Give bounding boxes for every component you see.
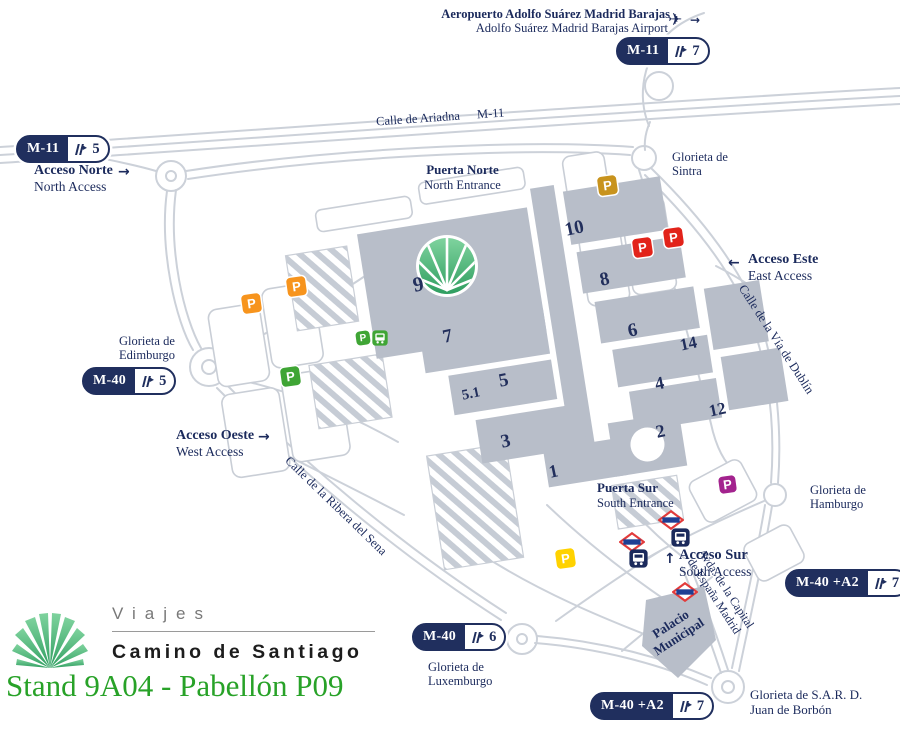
- glorieta-sar-label: Glorieta de S.A.R. D. Juan de Borbón: [750, 687, 863, 717]
- access-en: South Access: [679, 563, 752, 579]
- road-badge-m11-north: M-11 5: [16, 135, 110, 163]
- access-south-arrow: ↑: [664, 551, 676, 567]
- map-shell-logo: [416, 235, 478, 297]
- car-distance-icon: [874, 577, 887, 589]
- parking-icon-gold: P: [596, 174, 619, 197]
- parking-icon-green-small: P: [355, 330, 371, 346]
- stand-location-text: Stand 9A04 - Pabellón P09: [6, 668, 344, 703]
- road-badge-m11-airport: M-11 7: [616, 37, 710, 65]
- access-west-arrow: →: [258, 429, 270, 445]
- parking-icon-orange: P: [240, 292, 263, 315]
- entrance-es: Puerta Norte: [426, 162, 499, 177]
- car-distance-icon: [679, 700, 692, 712]
- road-badge-m40a2-east: M-40 +A2 7: [785, 569, 900, 597]
- road-badge-distance: 6: [489, 628, 497, 645]
- airport-label-en: Adolfo Suárez Madrid Barajas Airport: [475, 21, 668, 35]
- brand-viajes-text: Viajes: [112, 604, 212, 623]
- access-east-label: Acceso Este East Access: [748, 252, 818, 284]
- bus-station-icon: [671, 528, 690, 552]
- access-south-label: Acceso Sur South Access: [679, 547, 751, 579]
- road-badge-m40-south: M-40 6: [412, 623, 507, 651]
- parking-icon-purple: P: [717, 474, 738, 495]
- access-en: East Access: [748, 268, 813, 284]
- road-badge-m40a2-bottom: M-40 +A2 7: [590, 692, 715, 720]
- glorieta-edimburgo-label: Glorieta de Edimburgo: [119, 334, 176, 363]
- glorieta-hamburgo-label: Glorieta de Hamburgo: [810, 483, 866, 512]
- parking-icon-yellow: P: [554, 547, 577, 570]
- access-es: Acceso Oeste: [176, 428, 255, 443]
- shuttle-bus-icon: [372, 330, 388, 351]
- car-distance-icon: [142, 375, 155, 387]
- bus-station-icon: [629, 549, 648, 573]
- metro-station-icon: [657, 509, 685, 535]
- road-badge-road: M-11: [618, 39, 669, 63]
- buildings-layer: [357, 176, 789, 488]
- access-en: West Access: [176, 444, 244, 460]
- road-badge-distance: 7: [891, 574, 900, 591]
- road-badge-distance: 5: [159, 372, 167, 389]
- access-es: Acceso Sur: [679, 547, 748, 563]
- entrance-north-label: Puerta Norte North Entrance: [405, 162, 520, 192]
- access-en: North Access: [34, 179, 107, 195]
- road-badge-distance: 5: [92, 140, 100, 157]
- brand-divider: [112, 631, 375, 632]
- street-ref: M-11: [476, 105, 505, 122]
- car-distance-icon: [472, 631, 485, 643]
- access-west-label: Acceso Oeste West Access: [176, 428, 254, 460]
- parking-icon-green: P: [279, 365, 302, 388]
- brand-name-text: Camino de Santiago: [112, 641, 363, 663]
- road-badge-distance: 7: [692, 42, 700, 59]
- car-distance-icon: [675, 45, 688, 57]
- parking-icon-red: P: [631, 236, 654, 259]
- access-east-arrow: ←: [728, 255, 740, 271]
- road-badge-m40-west: M-40 5: [82, 367, 177, 395]
- parking-icon-red: P: [662, 226, 685, 249]
- entrance-en: South Entrance: [597, 495, 674, 510]
- entrance-south-label: Puerta Sur South Entrance: [597, 480, 674, 510]
- road-badge-road: M-40: [414, 625, 466, 649]
- access-north-label: Acceso Norte North Access: [34, 163, 113, 195]
- road-badge-road: M-11: [18, 137, 69, 161]
- entrance-es: Puerta Sur: [597, 480, 659, 495]
- road-badge-road: M-40 +A2: [592, 694, 673, 718]
- access-es: Acceso Este: [748, 252, 819, 267]
- road-badge-distance: 7: [696, 697, 705, 714]
- car-distance-icon: [75, 143, 88, 155]
- airport-label-es: Aeropuerto Adolfo Suárez Madrid Barajas: [441, 7, 670, 21]
- airplane-icon: ✈: [668, 10, 683, 30]
- parking-icon-orange: P: [285, 275, 308, 298]
- road-badge-road: M-40 +A2: [787, 571, 868, 595]
- glorieta-luxemburgo-label: Glorieta de Luxemburgo: [428, 660, 493, 689]
- road-badge-road: M-40: [84, 369, 136, 393]
- palacio-municipal-building: [642, 586, 716, 678]
- glorieta-sintra-label: Glorieta de Sintra: [672, 150, 728, 179]
- access-es: Acceso Norte: [34, 163, 113, 178]
- access-north-arrow: →: [118, 164, 130, 180]
- entrance-en: North Entrance: [424, 177, 501, 192]
- metro-station-icon: [671, 581, 699, 607]
- airport-direction-arrow: →: [690, 13, 701, 27]
- brand-shell-logo: [12, 613, 88, 668]
